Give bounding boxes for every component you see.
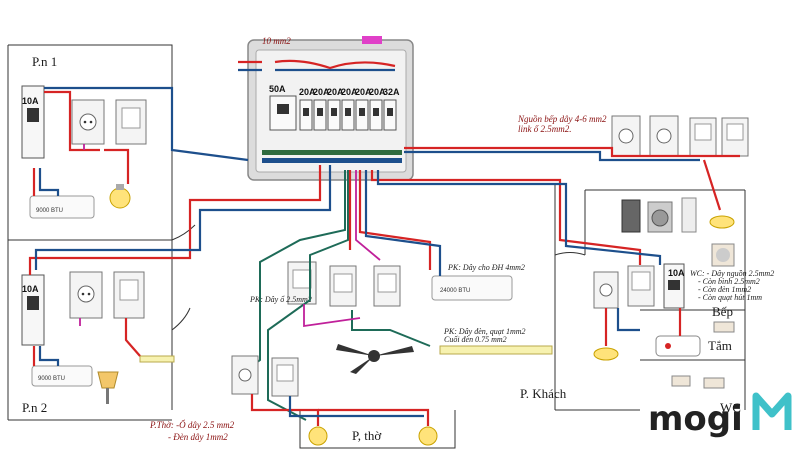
room-label-pn1: P.n 1 bbox=[32, 54, 57, 69]
room-breaker-bep: 10A bbox=[663, 263, 685, 309]
room-pn2: P.n 2 10A 9000 BTU bbox=[21, 165, 332, 415]
branch-breaker: 20A bbox=[313, 87, 330, 131]
wc-light bbox=[671, 375, 691, 387]
note-wc-line2: - Còn bình 2.5mm2 bbox=[698, 277, 760, 286]
room-bep: Bếp 10A WC: - Dây n bbox=[593, 197, 774, 346]
branch-breaker-rating: 20A bbox=[355, 87, 372, 97]
panel-top-label: 10 mm2 bbox=[262, 36, 291, 46]
kitchen-socket-1 bbox=[611, 115, 641, 157]
washing-machine bbox=[647, 201, 673, 233]
kitchen-feed: Nguồn bếp dây 4-6 mm2 link ổ 2.5mm2. bbox=[370, 114, 749, 265]
lamp-pn2 bbox=[97, 371, 119, 404]
ac-unit-pn1: 9000 BTU bbox=[29, 195, 95, 219]
room-tam: Tắm bbox=[593, 308, 735, 361]
bathroom-fan bbox=[713, 321, 735, 333]
branch-breaker: 20A bbox=[327, 87, 344, 131]
note-socket-khach: PK: Dây ổ 2.5mm2 bbox=[249, 295, 312, 304]
panel-indicator bbox=[362, 36, 382, 44]
switch-pn1 bbox=[115, 99, 147, 145]
socket-tho bbox=[231, 355, 259, 395]
branch-breaker: 20A bbox=[341, 87, 358, 131]
ac-unit-pn1-label: 9000 BTU bbox=[36, 208, 63, 214]
bulb-tho-right bbox=[418, 426, 438, 446]
note-tho-line1: P.Thờ: -Ổ dây 2.5 mm2 bbox=[149, 420, 235, 430]
note-bep-feed-line2: link ổ 2.5mm2. bbox=[518, 124, 572, 134]
room-breaker-pn2-rating: 10A bbox=[22, 284, 39, 294]
kitchen-switch-3 bbox=[627, 265, 655, 307]
switch-khach-2 bbox=[329, 265, 357, 307]
room-breaker-pn2: 10A bbox=[21, 274, 45, 346]
room-breaker-bep-rating: 10A bbox=[668, 268, 685, 278]
room-label-wc: WC bbox=[720, 400, 741, 415]
room-label-tam: Tắm bbox=[708, 338, 732, 353]
fridge bbox=[621, 199, 641, 233]
kitchen-socket-2 bbox=[649, 115, 679, 157]
tube-light-pn2 bbox=[139, 355, 175, 363]
branch-breaker: 32A bbox=[383, 87, 400, 131]
room-breaker-pn1-rating: 10A bbox=[22, 96, 39, 106]
branch-breaker-rating: 20A bbox=[299, 87, 316, 97]
note-bep-feed-line1: Nguồn bếp dây 4-6 mm2 bbox=[517, 114, 607, 124]
switch-tho bbox=[271, 357, 299, 397]
note-ac-khach: PK: Dây cho ĐH 4mm2 bbox=[447, 263, 525, 272]
kitchen-switch-1 bbox=[689, 117, 717, 157]
logo-m-mark bbox=[752, 392, 792, 430]
switch-khach-1 bbox=[287, 261, 317, 305]
socket-pn2 bbox=[69, 271, 103, 319]
branch-breaker: 20A bbox=[299, 87, 316, 131]
bulb-tho-left bbox=[308, 426, 328, 446]
feed-wires bbox=[238, 60, 262, 72]
switch-khach-3 bbox=[373, 265, 401, 307]
note-fan-line1: PK: Dây đèn, quạt 1mm2 bbox=[443, 327, 526, 336]
main-breaker-rating: 50A bbox=[269, 84, 286, 94]
branch-breaker-rating: 20A bbox=[369, 87, 386, 97]
branch-breaker-rating: 32A bbox=[383, 87, 400, 97]
room-khach: P. Khách 24000 BTU PK: Dây ổ 2.5mm2 PK: … bbox=[243, 170, 567, 421]
socket-pn1 bbox=[71, 99, 105, 145]
tube-light-khach bbox=[439, 345, 553, 355]
note-wc-line3: - Còn đèn 1mm2 bbox=[698, 285, 751, 294]
room-label-bep: Bếp bbox=[712, 304, 733, 319]
branch-breaker-rating: 20A bbox=[313, 87, 330, 97]
note-tho-line2: - Đèn dây 1mm2 bbox=[168, 432, 228, 442]
ac-unit-khach: 24000 BTU bbox=[431, 275, 513, 301]
main-breaker: 50A bbox=[269, 84, 297, 131]
room-pn1: P.n 1 10A 9000 BTU bbox=[21, 54, 249, 219]
note-wc-line4: - Còn quạt hút 1mm bbox=[698, 293, 762, 302]
room-breaker-pn1: 10A bbox=[21, 85, 45, 159]
branch-breaker-rating: 20A bbox=[327, 87, 344, 97]
water-dispenser bbox=[681, 197, 697, 233]
logo-text: mogi bbox=[648, 399, 743, 439]
wc-fan bbox=[703, 377, 725, 389]
ac-unit-pn2-label: 9000 BTU bbox=[38, 376, 65, 382]
ac-unit-khach-label: 24000 BTU bbox=[440, 288, 470, 294]
room-wc: WC bbox=[671, 375, 741, 415]
switch-pn2 bbox=[113, 271, 145, 319]
room-label-khach: P. Khách bbox=[520, 386, 567, 401]
exhaust-fan bbox=[711, 243, 735, 267]
ceiling-fan bbox=[336, 344, 414, 374]
room-tho: P, thờ P.Thờ: -Ổ dây 2.5 mm2 - Đèn dây 1… bbox=[149, 355, 438, 446]
bathroom-light bbox=[593, 347, 619, 361]
branch-breaker: 20A bbox=[355, 87, 372, 131]
room-label-pn2: P.n 2 bbox=[22, 400, 47, 415]
bulb-pn1 bbox=[109, 184, 131, 209]
branch-breaker: 20A bbox=[369, 87, 386, 131]
floor-plan-walls bbox=[7, 44, 746, 449]
kitchen-switch-2 bbox=[721, 117, 749, 157]
note-wc-line1: WC: - Dây nguồn 2.5mm2 bbox=[690, 269, 774, 278]
note-fan-line2: Cuối đèn 0.75 mm2 bbox=[444, 335, 507, 344]
kitchen-ceiling-light bbox=[709, 215, 735, 229]
kitchen-socket-3 bbox=[593, 271, 619, 309]
room-label-tho: P, thờ bbox=[352, 428, 382, 443]
ac-unit-pn2: 9000 BTU bbox=[31, 365, 93, 387]
water-heater bbox=[655, 335, 701, 357]
branch-breaker-rating: 20A bbox=[341, 87, 358, 97]
logo: mogi bbox=[648, 392, 792, 439]
